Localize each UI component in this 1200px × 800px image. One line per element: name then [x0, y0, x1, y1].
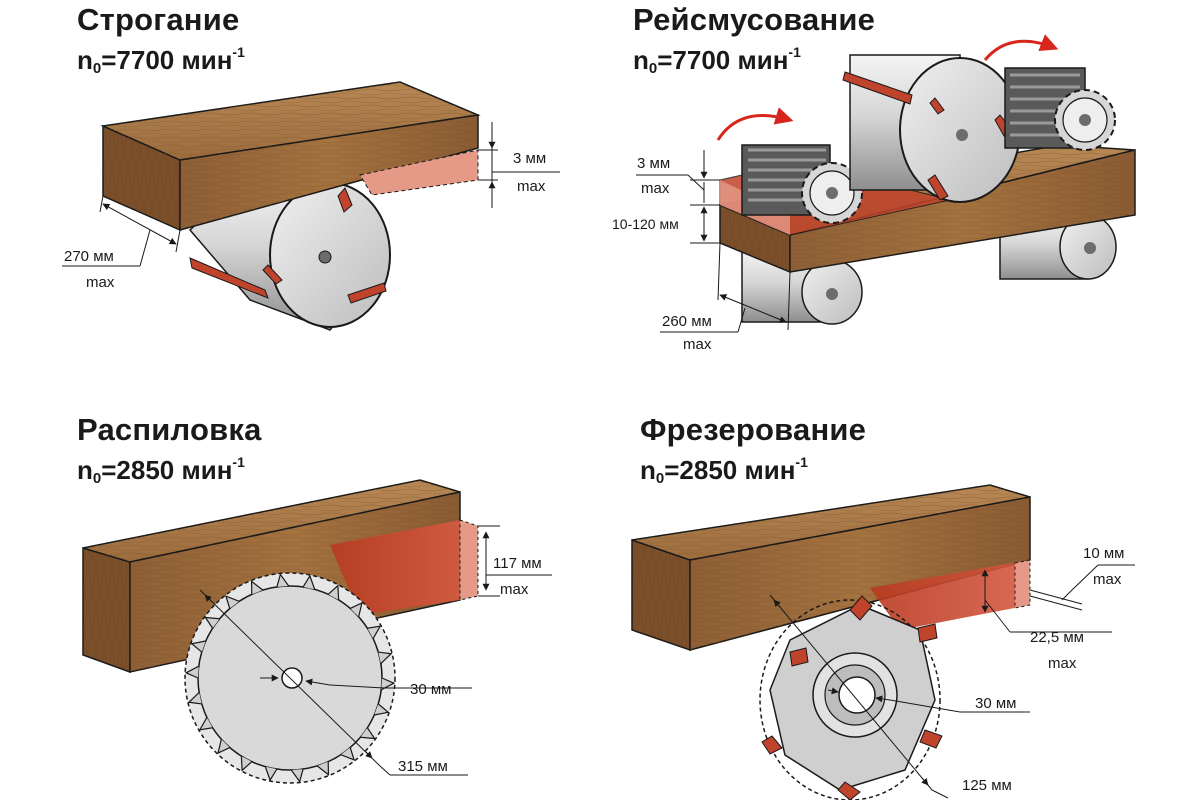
milling-cutter [759, 594, 1030, 800]
saw-tooth [217, 739, 231, 755]
milling-speed: n0=2850 мин-1 [640, 454, 808, 487]
sawing-blade-value: 315 мм [398, 758, 448, 775]
milling-cutter-value: 125 мм [962, 777, 1012, 794]
milling-depth-max: max [1048, 655, 1077, 672]
saw-tooth [340, 747, 356, 761]
saw-tooth [327, 584, 340, 600]
planing-title: Строгание [77, 2, 240, 37]
saw-tooth [224, 595, 240, 609]
thicknessing-height-dimensions [636, 150, 720, 244]
planing-depth-max: max [517, 178, 546, 195]
saw-tooth [367, 625, 382, 639]
milling-depth-value: 22,5 мм [1030, 629, 1084, 646]
milling-width-max: max [1093, 571, 1122, 588]
thicknessing-speed: n0=7700 мин-1 [633, 44, 801, 77]
sawing-depth-dimension [478, 525, 552, 597]
thicknessing-title: Рейсмусование [633, 2, 876, 37]
saw-tooth [190, 640, 206, 653]
saw-tooth [198, 717, 213, 731]
milling-title: Фрезерование [640, 412, 867, 447]
saw-tooth [184, 665, 200, 679]
saw-tooth [264, 766, 278, 782]
milling-speed-value: =2850 мин [664, 455, 796, 485]
milling-width-dimension [1029, 564, 1135, 611]
sawing-speed: n0=2850 мин-1 [77, 454, 245, 487]
thicknessing-illustration [636, 34, 1136, 333]
planing-speed-prefix: n [77, 45, 93, 75]
thicknessing-feed-roller-front [741, 144, 863, 224]
thicknessing-speed-prefix: n [633, 45, 649, 75]
sawing-cut-depth-max: max [500, 581, 529, 598]
thicknessing-width-dimension [660, 242, 791, 333]
saw-tooth [349, 601, 363, 617]
milling-width-value: 10 мм [1083, 545, 1124, 562]
milling-speed-sup: -1 [795, 454, 808, 470]
milling-bore-value: 30 мм [975, 695, 1016, 712]
thicknessing-width-max: max [683, 336, 712, 353]
thicknessing-speed-value: =7700 мин [657, 45, 789, 75]
milling-board [631, 484, 1031, 652]
saw-tooth [290, 768, 304, 783]
saw-tooth [316, 761, 330, 776]
thicknessing-height-range: 10-120 мм [612, 216, 679, 232]
planing-width-value: 270 мм [64, 248, 114, 265]
thicknessing-width-value: 260 мм [662, 313, 712, 330]
saw-tooth [276, 573, 290, 588]
sawing-cut-depth-value: 117 мм [493, 555, 542, 572]
milling-speed-prefix: n [640, 455, 656, 485]
planing-depth-value: 3 мм [513, 150, 546, 167]
sawing-illustration [82, 479, 552, 784]
thicknessing-depth-value: 3 мм [637, 155, 670, 172]
milling-illustration [631, 484, 1135, 800]
milling-speed-sub: 0 [655, 470, 665, 487]
thicknessing-rotation-arrow-front [716, 107, 794, 141]
thicknessing-rotation-arrow-back [983, 34, 1059, 61]
planing-speed-sub: 0 [92, 60, 102, 77]
thicknessing-cutter-drum [842, 54, 1021, 203]
sawing-speed-sub: 0 [92, 470, 102, 487]
sawing-bore-value: 30 мм [410, 681, 451, 698]
saw-tooth [378, 651, 393, 665]
planing-speed: n0=7700 мин-1 [77, 44, 245, 77]
planing-width-dimension [62, 195, 181, 267]
planing-width-max: max [86, 274, 115, 291]
saw-tooth [204, 616, 220, 629]
saw-tooth [360, 727, 376, 740]
thicknessing-speed-sub: 0 [648, 60, 658, 77]
thicknessing-feed-roller-back [1004, 67, 1116, 151]
sawing-speed-prefix: n [77, 455, 93, 485]
saw-tooth [187, 691, 202, 705]
planing-depth-dimension [478, 122, 560, 208]
sawing-title: Распиловка [77, 412, 262, 447]
thicknessing-speed-sup: -1 [788, 44, 801, 60]
planing-illustration [62, 81, 560, 331]
thicknessing-depth-max: max [641, 180, 670, 197]
sawing-speed-value: =2850 мин [101, 455, 233, 485]
milling-depth-dimension [981, 569, 1112, 633]
saw-tooth [374, 703, 390, 716]
planing-speed-value: =7700 мин [101, 45, 233, 75]
planing-speed-sup: -1 [232, 44, 245, 60]
sawing-blade [184, 572, 472, 784]
saw-tooth [302, 574, 316, 590]
sawing-speed-sup: -1 [232, 454, 245, 470]
saw-tooth [240, 756, 253, 772]
saw-tooth [250, 580, 264, 595]
